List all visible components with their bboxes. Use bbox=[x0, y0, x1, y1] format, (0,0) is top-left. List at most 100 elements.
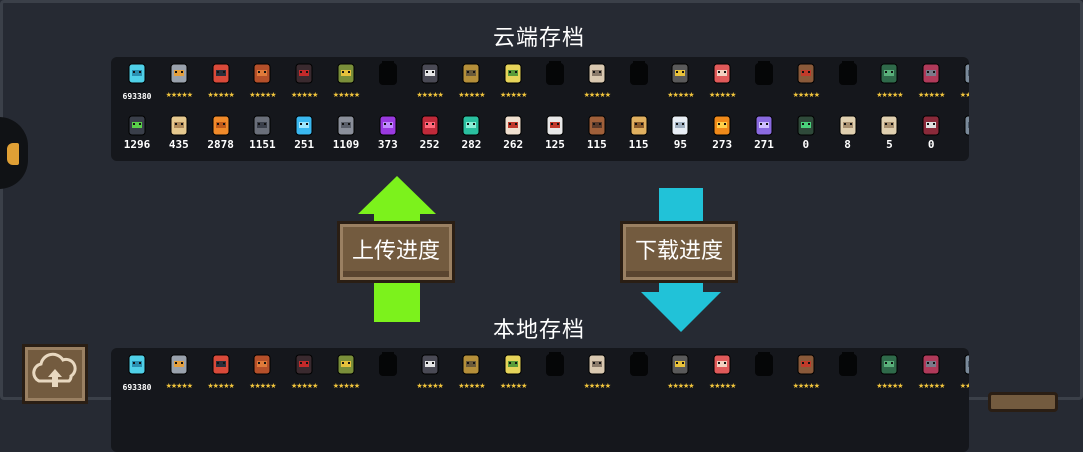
knight-icon bbox=[170, 354, 188, 375]
cloud-save-title: 云端存档 bbox=[492, 26, 585, 51]
inventory-cell: ★★★★★ bbox=[454, 57, 488, 107]
inventory-cell: ★★★★★ bbox=[329, 348, 363, 398]
star-rating: ★★★★★ bbox=[290, 382, 318, 390]
item-count: 0 bbox=[802, 138, 810, 151]
inventory-cell: ★★★★★ bbox=[789, 348, 823, 398]
star-rating: ★★★★★ bbox=[917, 382, 945, 390]
item-count: 5 bbox=[886, 138, 893, 151]
inventory-cell: ★★★★★ bbox=[705, 348, 739, 398]
item-count: 373 bbox=[377, 138, 398, 151]
werewolf-icon bbox=[671, 63, 689, 84]
locked-character-icon bbox=[755, 352, 773, 376]
item-count: 2878 bbox=[207, 138, 234, 151]
item-count: 693380 bbox=[122, 92, 152, 101]
star-rating: ★★★★★ bbox=[667, 91, 694, 99]
inventory-cell: ★★★★★ bbox=[872, 348, 906, 398]
inventory-cell: ★★★★★ bbox=[956, 57, 969, 107]
officer-icon bbox=[797, 63, 815, 84]
star-rating: ★★★★★ bbox=[792, 91, 820, 99]
cloud-sync-button[interactable] bbox=[22, 344, 88, 404]
green-book-icon bbox=[880, 354, 898, 375]
star-rating: ★★★★★ bbox=[249, 382, 276, 390]
inventory-cell: ★★★★★ bbox=[287, 348, 321, 398]
elf-icon bbox=[504, 63, 522, 84]
inventory-cell: 0 bbox=[956, 109, 969, 159]
locked-character-icon bbox=[838, 352, 857, 376]
inventory-cell: 251 bbox=[287, 109, 321, 159]
corner-button[interactable] bbox=[988, 392, 1058, 412]
rogue-icon bbox=[212, 63, 230, 84]
item-count: 115 bbox=[628, 138, 649, 151]
partial-item-icon bbox=[964, 63, 969, 84]
teal-crystal-icon bbox=[462, 115, 480, 136]
green-book-icon bbox=[880, 63, 898, 84]
inventory-cell: 115 bbox=[622, 109, 656, 159]
download-progress-button[interactable]: 下载进度 bbox=[620, 221, 738, 283]
inventory-cell: ★★★★★ bbox=[580, 57, 614, 107]
blue-crystal-icon bbox=[295, 115, 313, 136]
inventory-cell bbox=[622, 57, 656, 107]
feather-icon bbox=[671, 115, 689, 136]
star-rating: ★★★★★ bbox=[458, 91, 485, 99]
inventory-cell: 1109 bbox=[329, 109, 363, 159]
item-count: 273 bbox=[712, 138, 733, 151]
red-flag-icon bbox=[922, 354, 940, 375]
locked-character-icon bbox=[546, 61, 564, 85]
inventory-cell: 273 bbox=[705, 109, 739, 159]
red-crystal-icon bbox=[421, 115, 439, 136]
inventory-cell: ★★★★★ bbox=[245, 57, 279, 107]
inventory-cell bbox=[831, 57, 865, 107]
inventory-cell: 271 bbox=[747, 109, 781, 159]
star-rating: ★★★★★ bbox=[792, 382, 820, 390]
inventory-cell: ★★★★★ bbox=[872, 57, 906, 107]
inventory-cell bbox=[747, 348, 781, 398]
iron-ore-icon bbox=[253, 115, 271, 136]
local-save-title: 本地存档 bbox=[492, 318, 585, 343]
star-rating: ★★★★★ bbox=[876, 382, 903, 390]
wizard-icon bbox=[253, 354, 271, 375]
star-rating: ★★★★★ bbox=[499, 382, 527, 390]
star-rating: ★★★★★ bbox=[583, 91, 611, 99]
inventory-cell bbox=[538, 57, 572, 107]
orange-ore-icon bbox=[212, 115, 230, 136]
star-rating: ★★★★★ bbox=[458, 382, 485, 390]
inventory-cell: ★★★★★ bbox=[162, 57, 196, 107]
inventory-cell: 0 bbox=[914, 109, 948, 159]
partial-item-icon bbox=[964, 115, 969, 136]
item-count: 8 bbox=[844, 138, 851, 151]
inventory-cell: 125 bbox=[538, 109, 572, 159]
inventory-cell bbox=[538, 348, 572, 398]
locked-character-icon bbox=[378, 352, 397, 376]
gear-icon bbox=[337, 115, 355, 136]
paladin-icon bbox=[462, 354, 480, 375]
star-rating: ★★★★★ bbox=[667, 382, 694, 390]
locked-character-icon bbox=[629, 61, 648, 85]
inventory-cell: ★★★★★ bbox=[162, 348, 196, 398]
item-count: 1109 bbox=[332, 138, 360, 151]
inventory-cell: ★★★★★ bbox=[705, 57, 739, 107]
star-rating: ★★★★★ bbox=[332, 91, 360, 99]
star-rating: ★★★★★ bbox=[207, 382, 234, 390]
star-rating: ★★★★★ bbox=[708, 91, 736, 99]
engineer-icon bbox=[337, 354, 355, 375]
item-count: 1296 bbox=[123, 138, 151, 151]
purple-crystal-icon bbox=[379, 115, 397, 136]
inventory-cell: ★★★★★ bbox=[580, 348, 614, 398]
engineer-icon bbox=[337, 63, 355, 84]
violet-crystal-icon bbox=[755, 115, 773, 136]
local-save-panel: 693380★★★★★★★★★★★★★★★★★★★★★★★★★★★★★★★★★★… bbox=[111, 348, 969, 452]
inventory-cell: ★★★★★ bbox=[789, 57, 823, 107]
locked-character-icon bbox=[546, 352, 564, 376]
inventory-cell: ★★★★★ bbox=[956, 348, 969, 398]
elf-icon bbox=[504, 354, 522, 375]
priest-icon bbox=[588, 63, 606, 84]
star-rating: ★★★★★ bbox=[959, 91, 969, 99]
inventory-cell: ★★★★★ bbox=[204, 57, 238, 107]
star-rating: ★★★★★ bbox=[207, 91, 234, 99]
cloud-characters-row: 693380 ★★★★★ ★★★★★ ★★★★★ ★★★★★ ★★★★★ ★★★★★ ★★★★… bbox=[111, 57, 969, 107]
gems-icon bbox=[128, 63, 146, 84]
item-count: 0 bbox=[950, 139, 969, 151]
inventory-cell: ★★★★★ bbox=[329, 57, 363, 107]
upload-progress-button[interactable]: 上传进度 bbox=[337, 221, 455, 283]
